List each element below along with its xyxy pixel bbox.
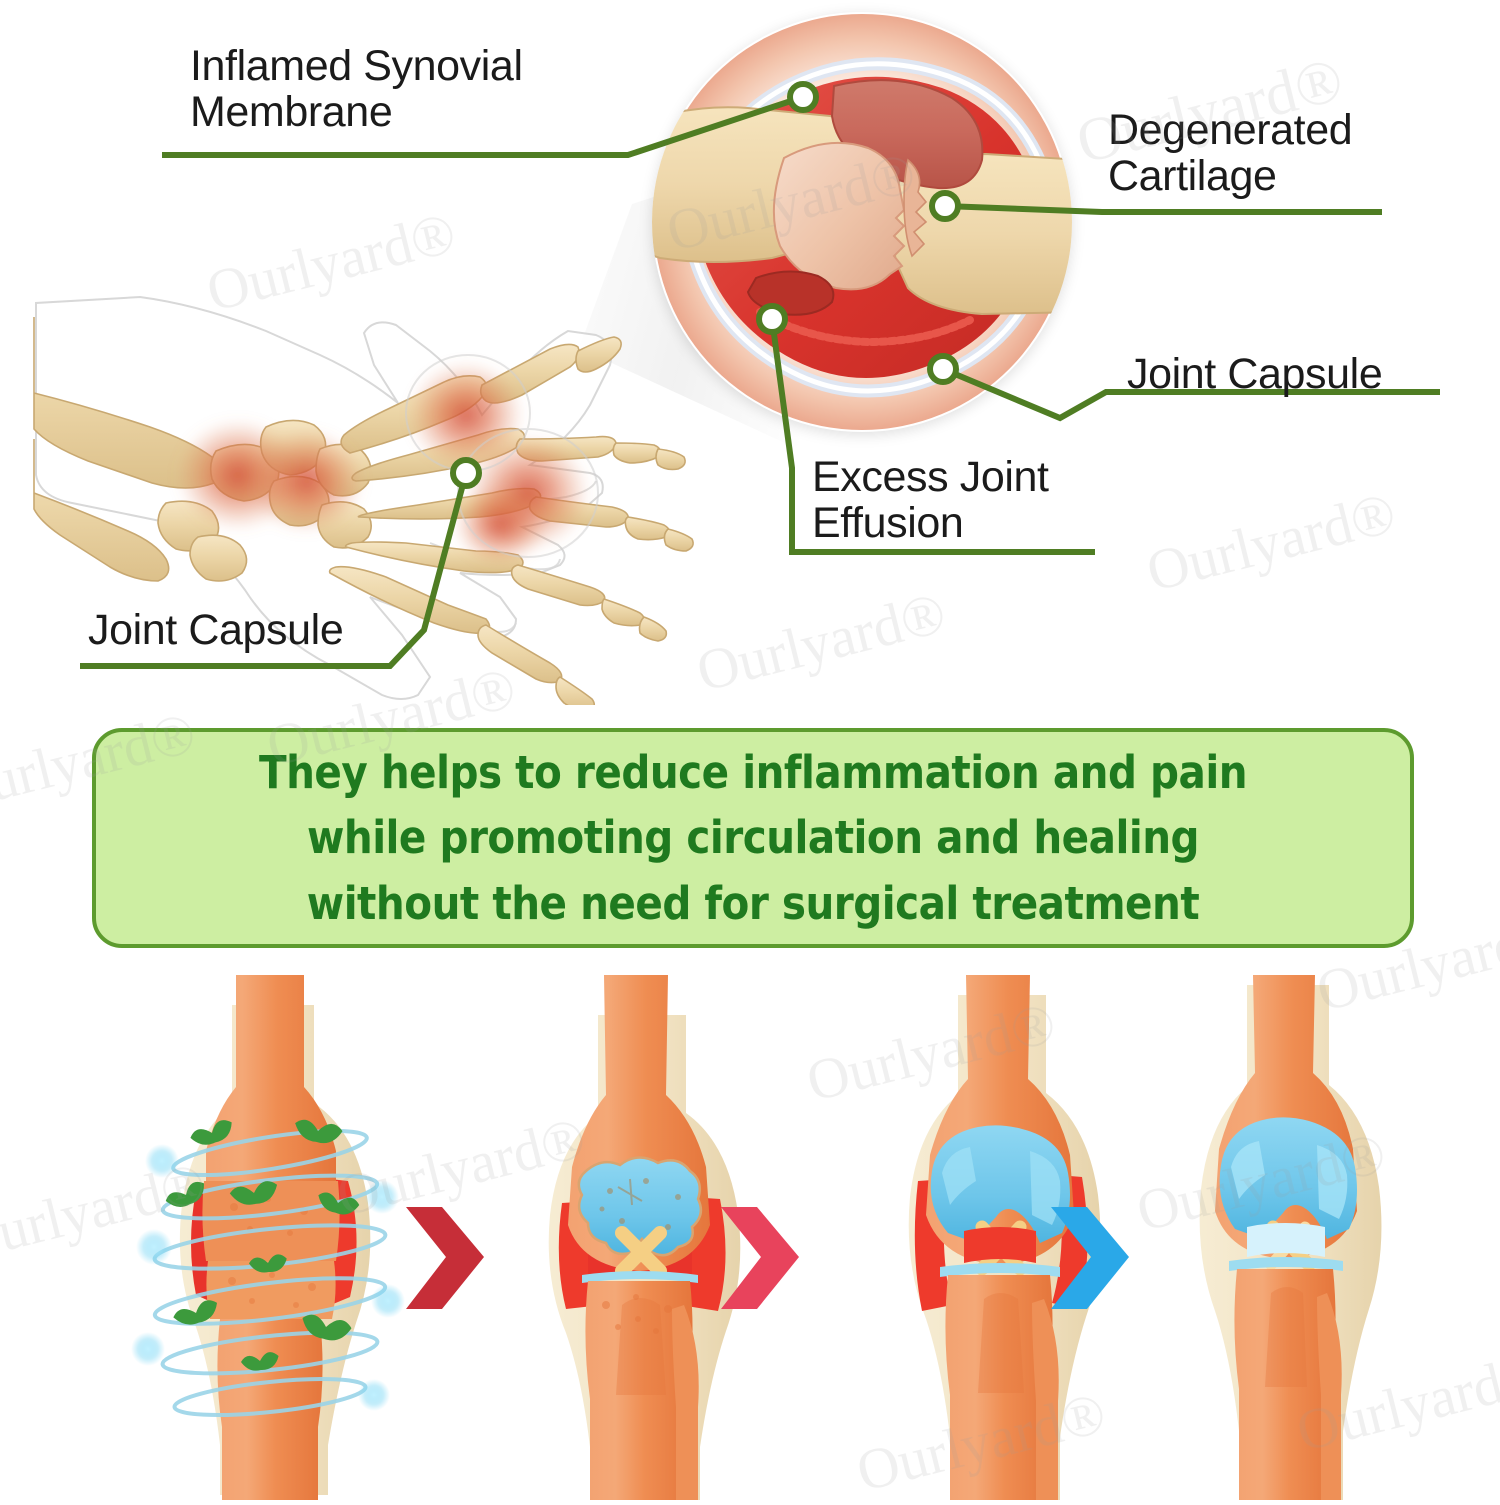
label-joint-capsule-magnified: Joint Capsule <box>1127 350 1383 398</box>
arrow-1 <box>400 1203 490 1315</box>
knee-stage-4 <box>1115 975 1455 1500</box>
label-inflamed-synovial-membrane: Inflamed Synovial Membrane <box>190 42 523 136</box>
label-excess-joint-effusion: Excess Joint Effusion <box>812 453 1049 547</box>
benefit-callout-text: They helps to reduce inflammation and pa… <box>258 746 1248 930</box>
knee-progression-sequence <box>0 975 1500 1500</box>
benefit-callout-box: They helps to reduce inflammation and pa… <box>92 728 1414 948</box>
knee-stage-3 <box>830 975 1170 1500</box>
label-degenerated-cartilage: Degenerated Cartilage <box>1108 106 1353 200</box>
arrow-3 <box>1045 1203 1135 1315</box>
knee-stage-1 <box>100 975 440 1500</box>
hand-skeleton-illustration <box>30 225 750 712</box>
label-joint-capsule-hand: Joint Capsule <box>88 606 344 654</box>
magnified-joint-inset <box>652 12 1072 432</box>
anatomy-panel: Inflamed Synovial Membrane Degenerated C… <box>0 0 1500 715</box>
arrow-2 <box>715 1203 805 1315</box>
callout-leader-lines <box>80 81 1440 669</box>
knee-stage-2 <box>470 975 810 1500</box>
